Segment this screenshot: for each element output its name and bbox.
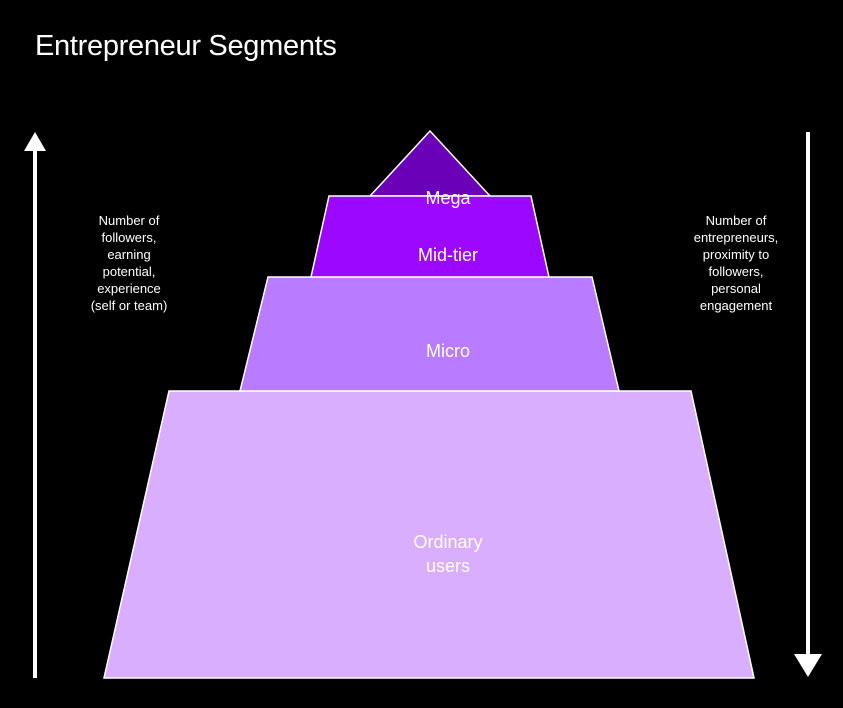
left-axis-label: Number of followers, earning potential, … <box>90 213 168 313</box>
tier-ordinary-label: Ordinary users <box>413 532 483 576</box>
right-down-arrow <box>794 132 822 677</box>
page-title: Entrepreneur Segments <box>35 30 337 62</box>
tier-mid-label: Mid-tier <box>417 245 478 265</box>
right-axis-label: Number of entrepreneurs, proximity to fo… <box>693 213 779 313</box>
tier-micro-segment <box>239 276 620 392</box>
tier-mid-segment <box>310 195 550 278</box>
tier-micro-label: Micro <box>426 341 470 361</box>
left-up-arrow <box>24 132 46 678</box>
tier-mega-label: Mega <box>425 188 471 208</box>
